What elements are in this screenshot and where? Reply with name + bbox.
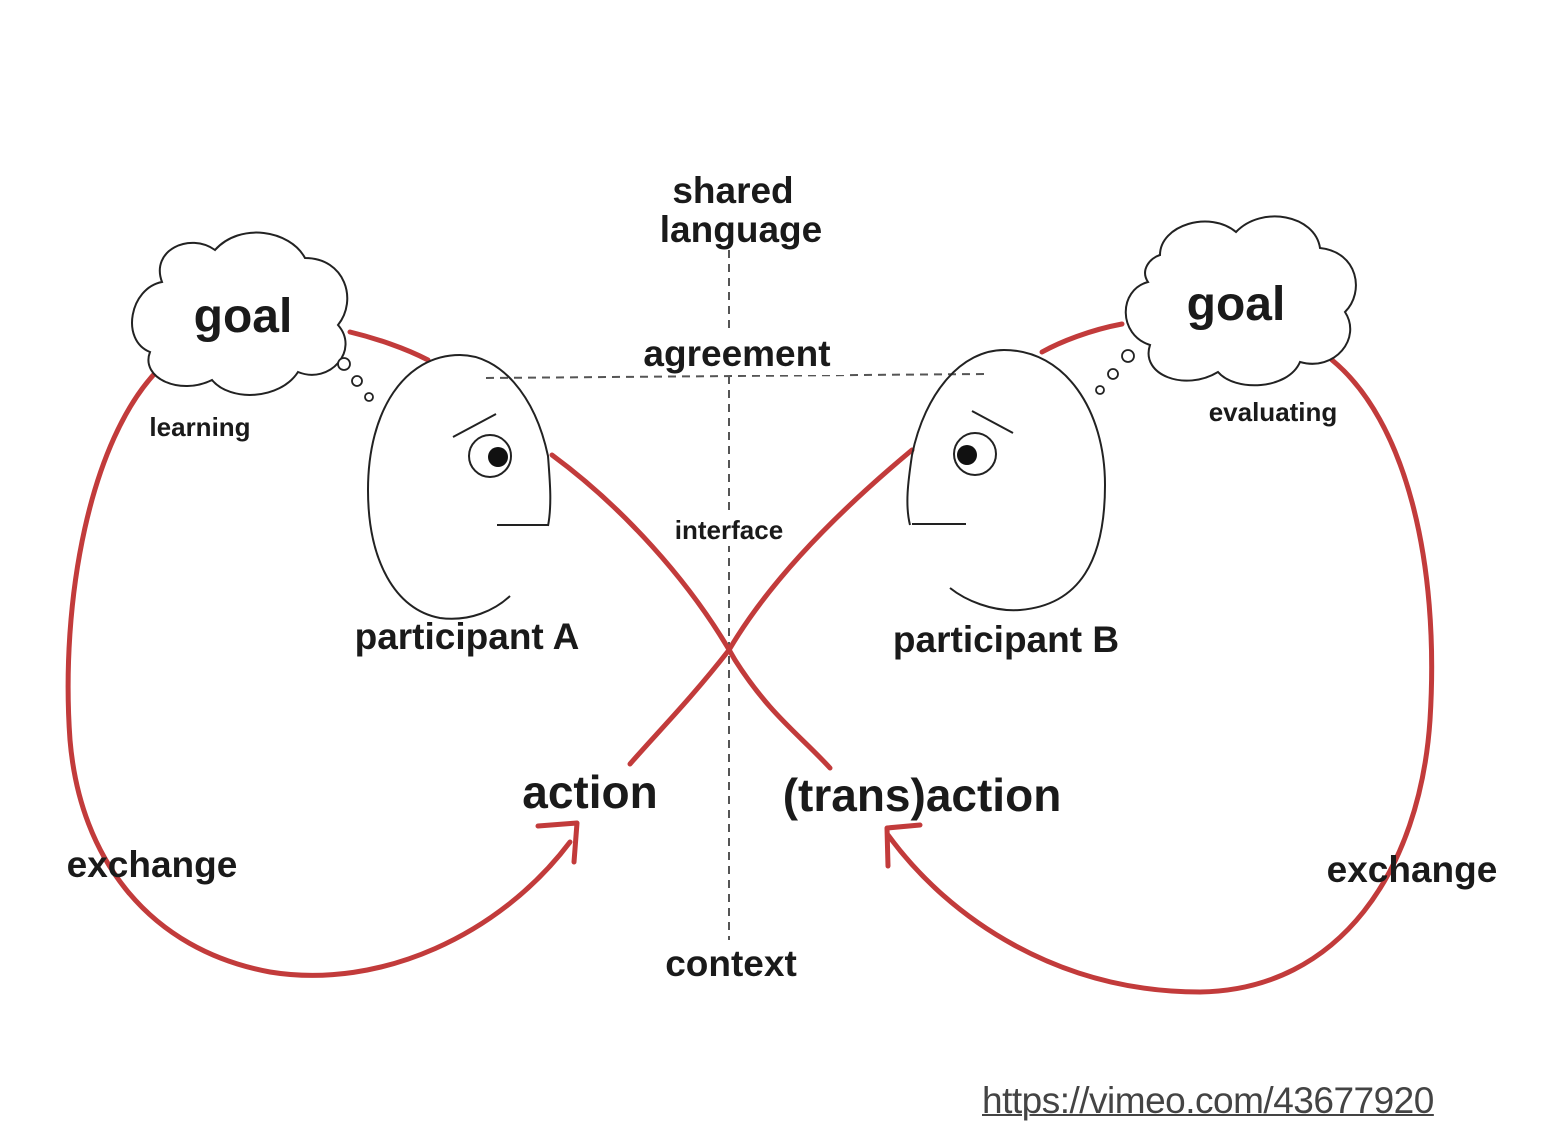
- participant-a-head: [366, 353, 552, 620]
- interface-label-backdrop: [666, 510, 792, 546]
- interface-label: interface: [675, 515, 783, 545]
- head-b-pupil: [957, 445, 977, 465]
- shared-language-label-line2: language: [660, 209, 822, 250]
- exchange-left-label: exchange: [67, 844, 238, 885]
- thought-bubble-small-6: [1095, 385, 1105, 395]
- thought-bubble-small-2: [351, 375, 363, 387]
- right-arrowhead: [884, 822, 923, 869]
- exchange-loop: [65, 321, 1435, 995]
- participant-a-label: participant A: [355, 616, 580, 657]
- cross-a-to-transaction: [549, 452, 833, 771]
- action-label: action: [522, 766, 657, 818]
- thought-cloud-right: [1095, 215, 1357, 395]
- thought-bubble-small-4: [1121, 349, 1135, 363]
- agreement-label: agreement: [643, 333, 830, 374]
- agreement-label-backdrop: [622, 333, 850, 375]
- thought-bubble-small-3: [364, 392, 374, 402]
- transaction-label: (trans)action: [783, 769, 1062, 821]
- head-b-outline: [906, 348, 1107, 612]
- exchange-right-label: exchange: [1327, 849, 1498, 890]
- left-outer-loop: [65, 367, 573, 978]
- context-label-backdrop: [650, 940, 812, 984]
- goal-left-label: goal: [194, 290, 293, 343]
- participant-b-label: participant B: [893, 619, 1119, 660]
- left-arrowhead: [535, 820, 580, 865]
- learning-label: learning: [149, 412, 250, 442]
- thought-cloud-left: [131, 231, 374, 402]
- head-a-outline: [366, 353, 552, 620]
- participant-b-head: [906, 348, 1107, 612]
- head-a-pupil: [488, 447, 508, 467]
- right-goal-arc: [1039, 321, 1125, 355]
- source-link[interactable]: https://vimeo.com/43677920: [982, 1080, 1434, 1121]
- cloud-right-outline: [1124, 215, 1357, 387]
- head-a-brow: [452, 413, 497, 438]
- head-b-brow: [971, 410, 1014, 434]
- context-label: context: [665, 943, 797, 984]
- left-goal-arc: [347, 329, 431, 363]
- thought-bubble-small-5: [1107, 368, 1119, 380]
- right-outer-loop: [885, 357, 1435, 995]
- evaluating-label: evaluating: [1209, 397, 1338, 427]
- cross-b-to-action: [627, 447, 915, 767]
- shared-language-label-line1: shared: [672, 170, 793, 211]
- goal-right-label: goal: [1187, 278, 1286, 331]
- thought-bubble-small-1: [337, 357, 351, 371]
